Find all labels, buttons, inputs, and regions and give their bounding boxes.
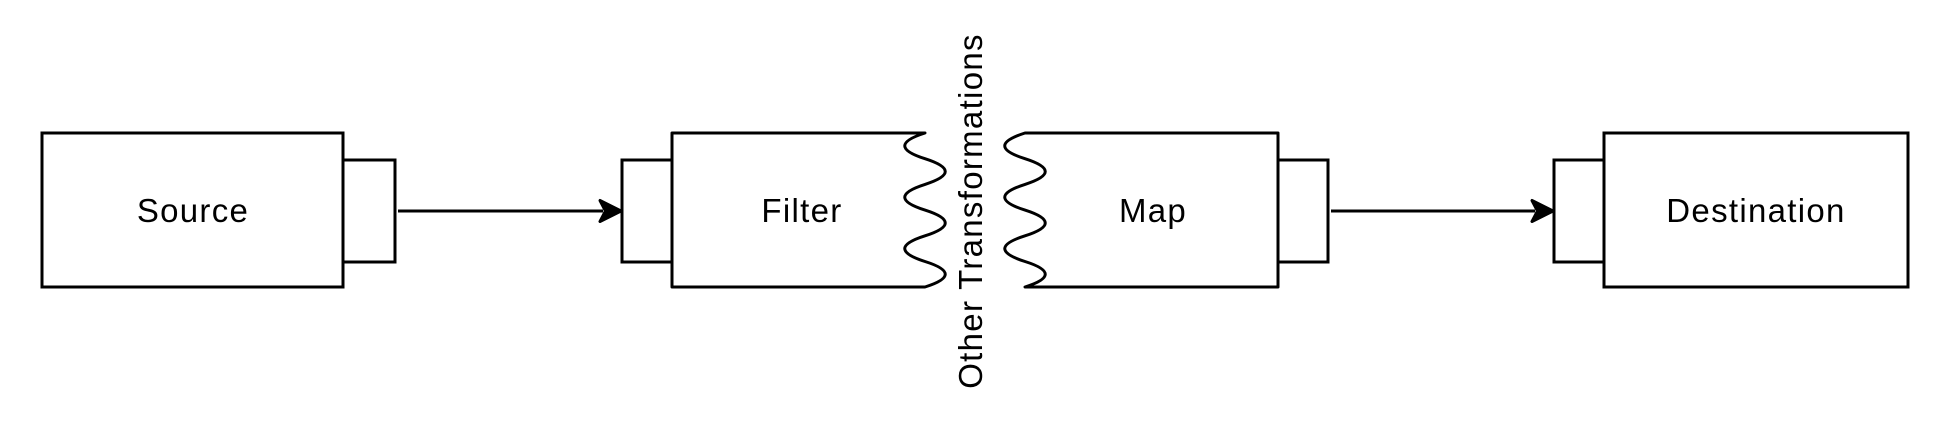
- map-node-label: Map: [1119, 192, 1187, 229]
- map-node: Map: [1003, 131, 1330, 289]
- source-node-label: Source: [137, 192, 249, 229]
- destination-node-label: Destination: [1666, 192, 1845, 229]
- connector-source-to-filter[interactable]: [398, 199, 623, 223]
- filter-node-box[interactable]: [670, 131, 947, 289]
- map-node-box[interactable]: [1003, 131, 1280, 289]
- map-output-port[interactable]: [1276, 158, 1330, 264]
- arrowhead-icon: [1530, 199, 1555, 223]
- destination-node-box[interactable]: [1602, 131, 1910, 289]
- filter-node: Filter: [620, 131, 947, 289]
- filter-input-port[interactable]: [620, 158, 674, 264]
- other-transformations-annotation[interactable]: Other Transformations: [952, 33, 989, 389]
- connector-map-to-destination[interactable]: [1331, 199, 1555, 223]
- source-output-port[interactable]: [341, 158, 397, 264]
- destination-input-port[interactable]: [1552, 158, 1606, 264]
- destination-node: Destination: [1552, 131, 1910, 289]
- source-node-box[interactable]: [40, 131, 345, 289]
- filter-node-label: Filter: [761, 192, 842, 229]
- arrowhead-icon: [598, 199, 623, 223]
- source-node: Source: [40, 131, 397, 289]
